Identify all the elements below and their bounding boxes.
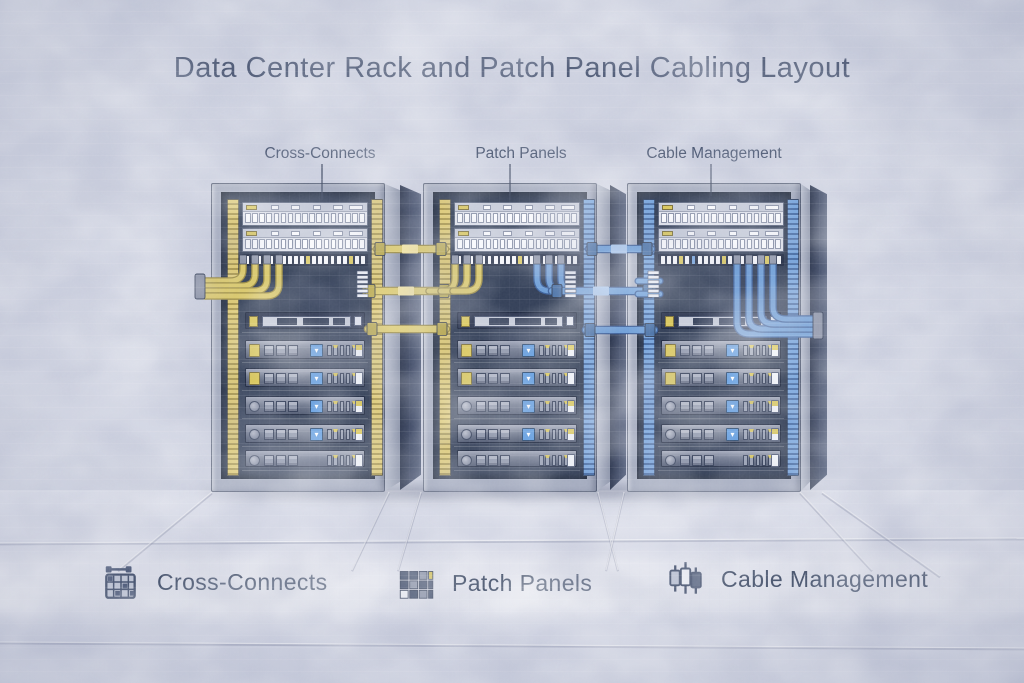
legend-label: Patch Panels (452, 569, 593, 596)
legend-label: Cable Management (721, 565, 929, 592)
rack-1-side-edge (385, 184, 400, 491)
patch-panels-icon (399, 571, 434, 599)
legend-item-patch-panels: Patch Panels (395, 562, 592, 604)
legend-item-cable-management: Cable Management (664, 558, 928, 600)
rack-patch-panels: ▾▾▾▾ (423, 183, 597, 492)
rack-2-label: Patch Panels (475, 145, 567, 162)
gap-2-side-wall (610, 185, 626, 490)
rack-cross-connects: ▾▾▾▾ (211, 183, 385, 492)
gap-1-side-wall (400, 185, 421, 490)
legend-label: Cross-Connects (157, 568, 328, 595)
rack-3-side-wall (810, 185, 827, 490)
rack-3-label: Cable Management (646, 145, 782, 162)
rack-cable-management: ▾▾▾▾ (627, 183, 801, 492)
rack-1-label: Cross-Connects (264, 145, 376, 162)
page-title: Data Center Rack and Patch Panel Cabling… (173, 52, 851, 84)
rack-2-side-edge (597, 184, 610, 491)
cross-connects-icon (105, 566, 136, 599)
cable-management-icon (669, 562, 702, 594)
legend-item-cross-connects: Cross-Connects (100, 561, 328, 603)
rack-3-side-edge (801, 184, 810, 491)
